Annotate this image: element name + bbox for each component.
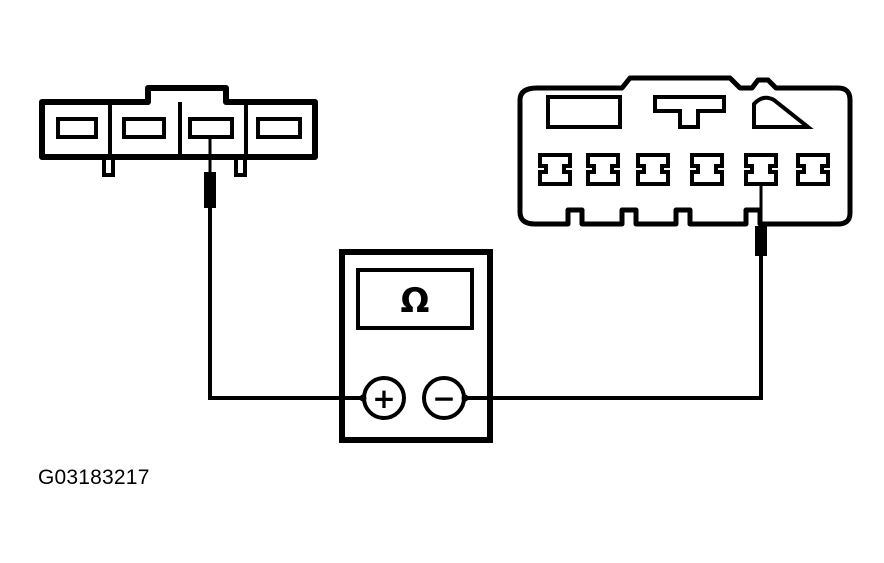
right-connector-terminal — [744, 153, 778, 186]
left-connector-cavity — [256, 117, 302, 139]
right-connector-terminal — [796, 153, 830, 186]
ohm-symbol: Ω — [401, 281, 430, 321]
right-connector-terminal — [636, 153, 670, 186]
test-leads — [208, 208, 763, 400]
negative-terminal: − — [422, 376, 466, 420]
left-connector-cavity — [122, 117, 166, 139]
negative-test-lead — [465, 256, 763, 400]
left-connector — [39, 85, 318, 177]
meter-display — [356, 268, 474, 330]
left-connector-cavity — [56, 117, 98, 139]
figure-id: G03183217 — [38, 466, 150, 489]
right-connector-terminal — [586, 153, 620, 186]
negative-terminal-label: − — [432, 382, 455, 415]
right-connector-terminal — [690, 153, 724, 186]
positive-terminal-label: + — [372, 382, 395, 415]
right-connector-terminal — [538, 153, 572, 186]
right-probe — [755, 184, 767, 256]
ohmmeter: Ω + − — [339, 249, 493, 443]
left-connector-cavity — [188, 117, 234, 139]
positive-test-lead — [208, 208, 363, 400]
right-connector — [517, 75, 853, 227]
left-probe — [204, 137, 216, 208]
positive-terminal: + — [362, 376, 406, 420]
